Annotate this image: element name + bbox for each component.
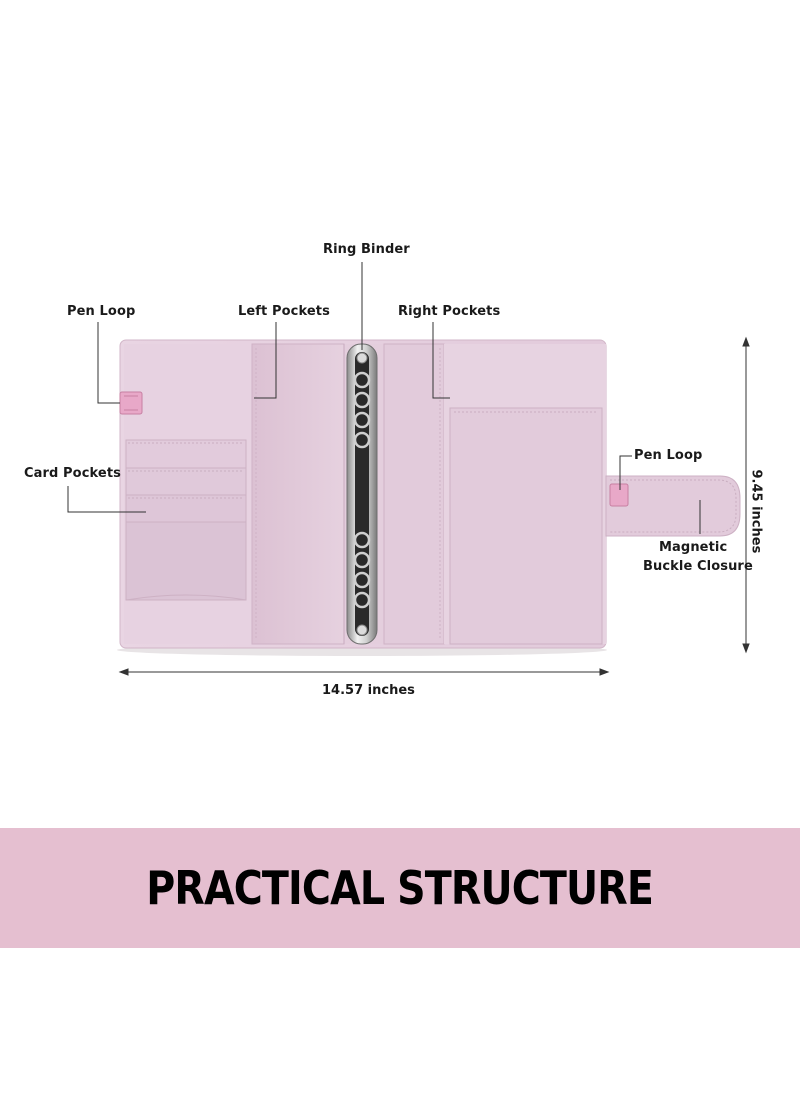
label-right-pockets: Right Pockets [398,304,501,319]
title-banner: PRACTICAL STRUCTURE [0,828,800,948]
ring-mechanism [346,343,378,645]
card-pockets [125,439,247,601]
dimension-height: 9.45 inches [748,469,764,554]
banner-title: PRACTICAL STRUCTURE [146,861,655,915]
label-pen-loop-right: Pen Loop [634,448,703,463]
label-left-pockets: Left Pockets [238,304,330,319]
binder-illustration [67,262,750,676]
label-magnetic: Magnetic [659,540,728,555]
dimension-arrows [118,336,750,676]
right-tall-pocket [449,407,603,645]
buckle-strap [605,475,741,537]
pen-loop-left-strap [119,391,143,415]
pen-loop-right-strap [609,483,629,507]
label-buckle-closure: Buckle Closure [643,559,753,574]
label-ring-binder: Ring Binder [323,242,410,257]
dimension-width: 14.57 inches [322,683,415,698]
right-pocket-panel [383,343,445,645]
callout-lines [67,262,701,534]
left-pocket-panel [251,343,345,645]
label-pen-loop-left: Pen Loop [67,304,136,319]
label-card-pockets: Card Pockets [24,466,121,481]
